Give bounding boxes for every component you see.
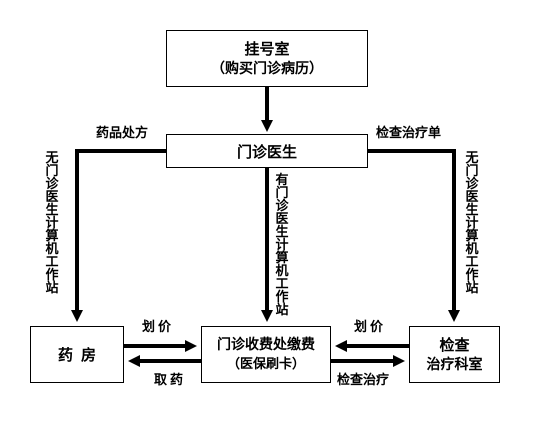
node-exam-title: 检查	[439, 335, 470, 354]
edge-label-take-drug: 取药	[154, 373, 187, 388]
edge-label-price-right: 划价	[354, 320, 387, 335]
edge-label-exam-order: 检查治疗单	[376, 126, 442, 141]
edge-label-exam-treat: 检查治疗	[337, 373, 390, 388]
node-exam-subtitle: 治疗科室	[426, 356, 483, 373]
vertical-label-right: 无门诊医生计算机工作站	[465, 151, 479, 296]
node-exam: 检查 治疗科室	[409, 326, 500, 383]
node-registration: 挂号室 （购买门诊病历）	[166, 30, 368, 87]
node-doctor: 门诊医生	[166, 134, 368, 168]
node-registration-subtitle: （购买门诊病历）	[211, 60, 323, 77]
arrow-doctor-to-exam	[368, 149, 460, 322]
node-registration-title: 挂号室	[244, 39, 290, 58]
node-pharmacy: 药房	[30, 326, 124, 383]
edge-label-prescription: 药品处方	[96, 126, 149, 141]
vertical-label-left: 无门诊医生计算机工作站	[45, 151, 59, 296]
node-cashier-subtitle: （医保刷卡）	[226, 356, 305, 372]
node-cashier-title: 门诊收费处缴费	[217, 336, 315, 353]
edge-label-price-left: 划价	[142, 320, 175, 335]
arrow-doctor-to-pharmacy	[71, 149, 166, 322]
vertical-label-center: 有门诊医生计算机工作站	[275, 173, 289, 318]
node-cashier: 门诊收费处缴费 （医保刷卡）	[201, 326, 331, 383]
node-doctor-title: 门诊医生	[236, 142, 297, 161]
node-pharmacy-title: 药房	[57, 346, 104, 364]
